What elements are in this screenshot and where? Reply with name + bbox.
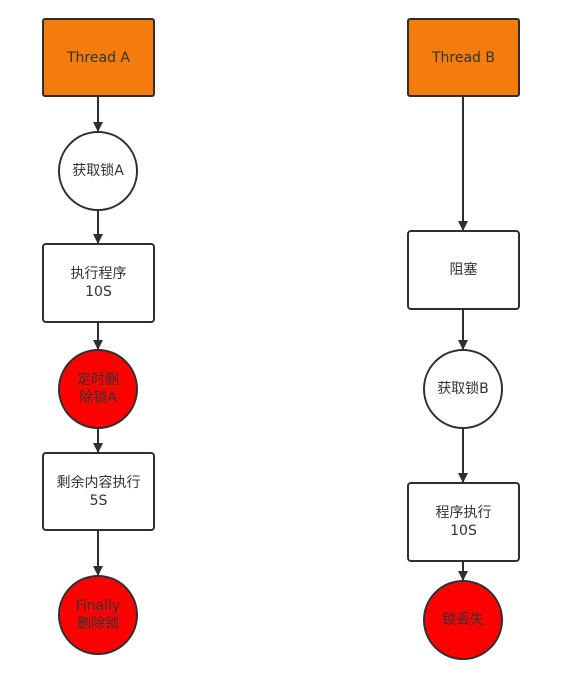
acquire-lock-b-circle: 获取锁B bbox=[423, 349, 503, 429]
acquire-lock-b-label: 获取锁B bbox=[437, 381, 489, 397]
thread-b-box: Thread B bbox=[407, 18, 520, 97]
finally-delete-lock-circle: Finally 删除锁 bbox=[58, 575, 138, 655]
lock-lost-label: 锁丢失 bbox=[442, 612, 484, 628]
lock-lost-circle: 锁丢失 bbox=[423, 580, 503, 660]
blocked-label: 阻塞 bbox=[449, 262, 478, 278]
finally-delete-lock-label: Finally 删除锁 bbox=[75, 598, 121, 632]
remaining-execution-label: 剩余内容执行 5S bbox=[56, 474, 141, 509]
timed-delete-lock-a-circle: 定时删 除锁A bbox=[58, 349, 138, 429]
blocked-box: 阻塞 bbox=[407, 230, 520, 310]
execute-program-b-label: 程序执行 10S bbox=[435, 505, 492, 539]
acquire-lock-a-circle: 获取锁A bbox=[58, 131, 138, 211]
execute-program-a-label: 执行程序 10S bbox=[70, 266, 127, 300]
execute-program-a-box: 执行程序 10S bbox=[42, 243, 155, 323]
timed-delete-lock-a-label: 定时删 除锁A bbox=[77, 372, 119, 406]
execute-program-b-box: 程序执行 10S bbox=[407, 482, 520, 562]
thread-b-title: Thread B bbox=[431, 49, 495, 66]
acquire-lock-a-label: 获取锁A bbox=[72, 163, 124, 179]
thread-a-title: Thread A bbox=[67, 49, 130, 66]
thread-a-box: Thread A bbox=[42, 18, 155, 97]
remaining-execution-box: 剩余内容执行 5S bbox=[42, 452, 155, 531]
